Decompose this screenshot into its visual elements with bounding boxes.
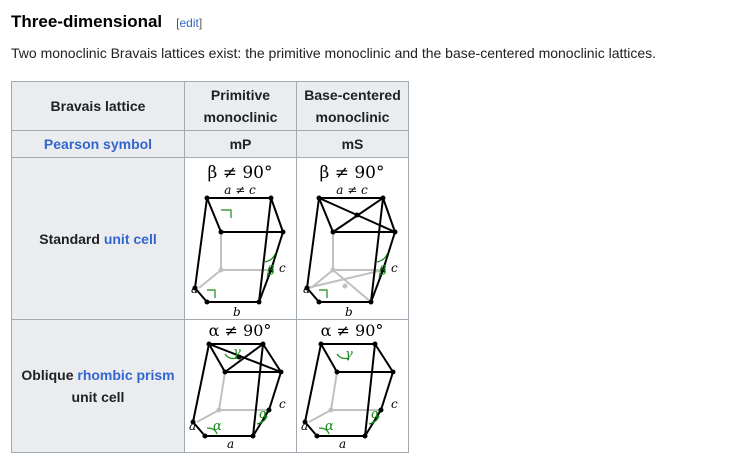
condition-beta: β ≠ 90°	[207, 163, 272, 183]
bravais-lattice-table: Bravais lattice Primitive monoclinic Bas…	[11, 81, 409, 453]
label-c-oblique-2: c	[391, 397, 398, 411]
label-alpha-right: α	[259, 407, 268, 422]
label-gamma-2: γ	[345, 347, 353, 362]
oblique-unit-cell-header: Oblique rhombic prism unit cell	[11, 319, 185, 453]
header-row: Bravais lattice Primitive monoclinic Bas…	[11, 81, 409, 131]
label-a-2: a	[303, 282, 310, 296]
label-b-2: b	[345, 305, 353, 319]
condition-beta-2: β ≠ 90°	[319, 163, 384, 183]
pearson-symbol-header: Pearson symbol	[11, 130, 185, 158]
edit-link[interactable]: edit	[179, 16, 199, 30]
label-c-oblique: c	[279, 397, 286, 411]
pearson-symbol-link[interactable]: Pearson symbol	[43, 136, 153, 152]
corner-header: Bravais lattice	[11, 81, 185, 131]
standard-unit-cell-header: Standard unit cell	[11, 157, 185, 320]
section-heading: Three-dimensional [edit]	[11, 12, 202, 32]
label-a-bottom-2: a	[339, 437, 346, 451]
col-header-base-centered: Base-centered monoclinic	[296, 81, 409, 131]
pearson-row: Pearson symbol mP mS	[11, 130, 409, 158]
rhombic-prism-link[interactable]: rhombic prism	[77, 367, 175, 383]
col-header-primitive: Primitive monoclinic	[184, 81, 297, 131]
label-c-2: c	[391, 261, 398, 275]
pearson-mp: mP	[184, 130, 297, 158]
pearson-ms: mS	[296, 130, 409, 158]
label-c: c	[279, 261, 286, 275]
base-centered-oblique-svg: α ≠ 90°	[301, 321, 398, 451]
label-alpha-left-2: α	[325, 419, 334, 434]
condition-a-c: a ≠ c	[224, 183, 256, 197]
base-centered-standard-svg: β ≠ 90° a ≠ c	[303, 163, 398, 319]
condition-alpha: α ≠ 90°	[209, 321, 272, 340]
diagram-primitive-standard: β ≠ 90° a ≠ c	[184, 157, 297, 320]
intro-paragraph: Two monoclinic Bravais lattices exist: t…	[11, 45, 657, 61]
standard-row: Standard unit cell β ≠ 90° a ≠ c	[11, 157, 409, 320]
edit-section: [edit]	[176, 16, 203, 30]
primitive-oblique-svg: α ≠ 90°	[189, 321, 286, 451]
label-b: b	[233, 305, 241, 319]
diagram-base-centered-standard: β ≠ 90° a ≠ c	[296, 157, 409, 320]
label-a-bottom: a	[227, 437, 234, 451]
label-gamma: γ	[233, 345, 241, 360]
label-a-oblique: a	[189, 419, 196, 433]
label-beta-2: β	[378, 264, 387, 279]
diagram-primitive-oblique: α ≠ 90°	[184, 319, 297, 453]
section-title: Three-dimensional	[11, 12, 163, 31]
primitive-standard-svg: β ≠ 90° a ≠ c	[191, 163, 286, 319]
label-alpha-right-2: α	[371, 407, 380, 422]
label-a-oblique-2: a	[301, 419, 308, 433]
unit-cell-link[interactable]: unit cell	[103, 230, 157, 247]
label-alpha-left: α	[213, 419, 222, 434]
diagram-base-centered-oblique: α ≠ 90°	[296, 319, 409, 453]
condition-alpha-2: α ≠ 90°	[321, 321, 384, 340]
label-beta: β	[266, 264, 275, 279]
condition-a-c-2: a ≠ c	[336, 183, 368, 197]
label-a: a	[191, 282, 198, 296]
oblique-row: Oblique rhombic prism unit cell α ≠ 90°	[11, 319, 409, 453]
